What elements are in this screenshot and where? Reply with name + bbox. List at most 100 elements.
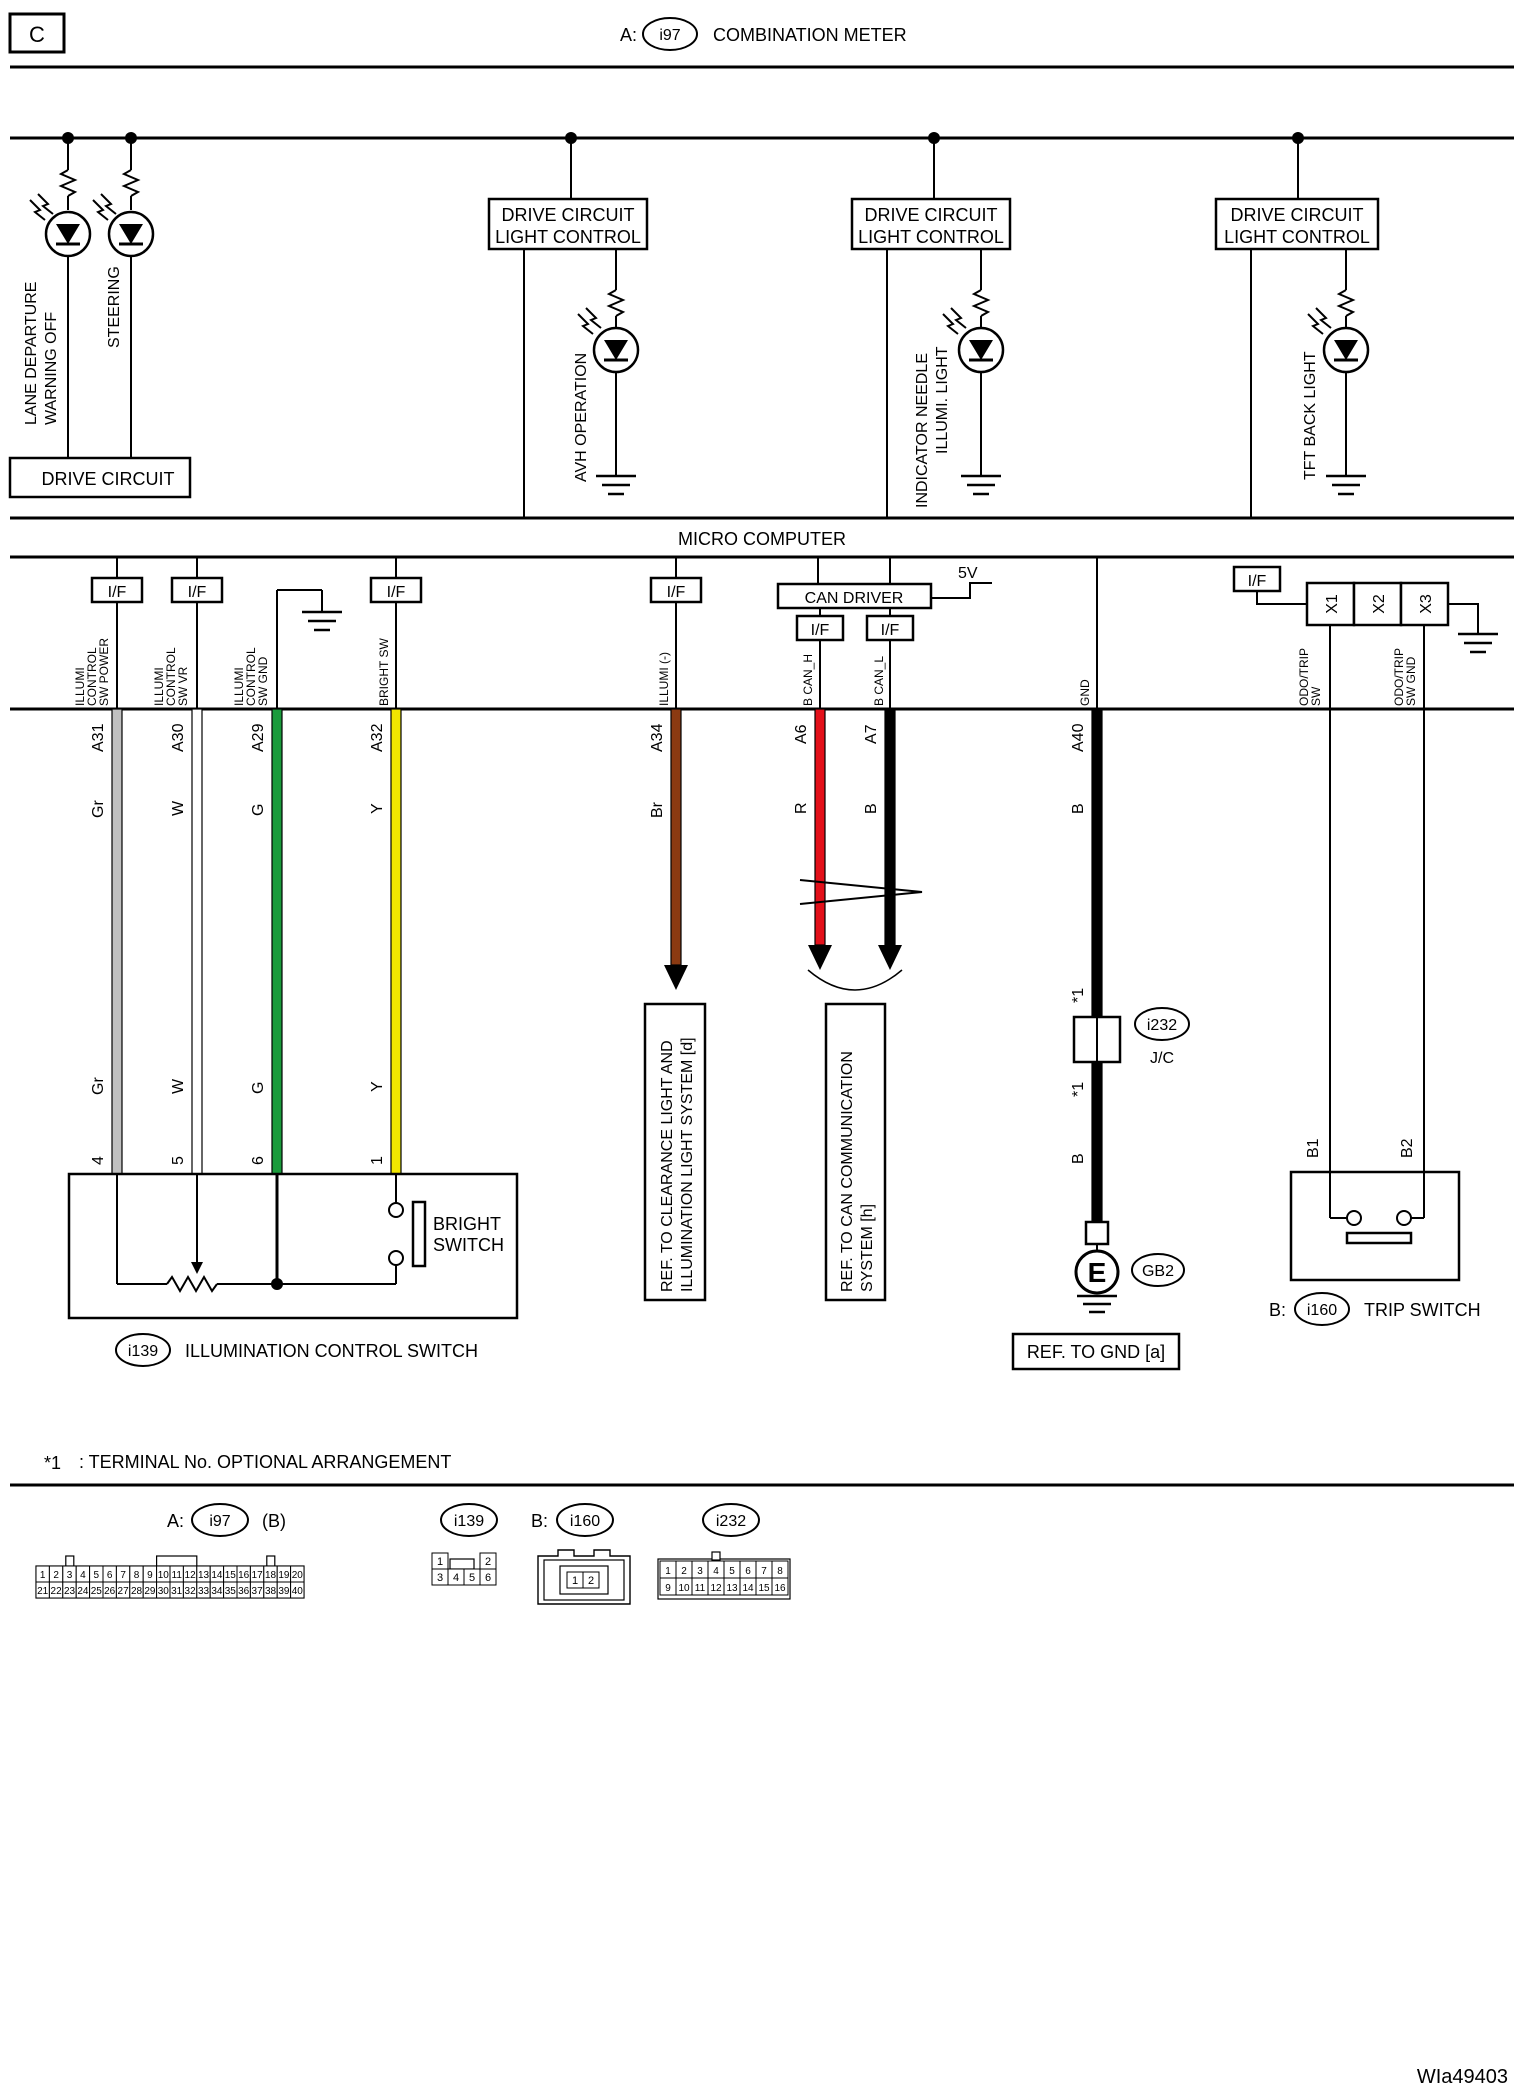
- page-code-box: [8, 12, 66, 54]
- pin-number: 2: [681, 1566, 687, 1577]
- pin-number: 17: [252, 1570, 264, 1581]
- arrow-down-icon: [664, 965, 688, 990]
- figure-id: WIa49403: [1417, 2066, 1508, 2088]
- signal-name: ODO/TRIP: [1297, 648, 1311, 706]
- pin-number: 35: [225, 1586, 237, 1597]
- pin-number: 5: [170, 1156, 187, 1165]
- pin-number: A7: [863, 724, 880, 744]
- ref-illumination-box: [643, 1002, 707, 1302]
- connector-id: i97: [209, 1513, 230, 1530]
- signal-name: ILLUMI: [232, 667, 246, 706]
- resistor-icon: [1336, 289, 1356, 317]
- signal-name: SW VR: [176, 666, 190, 706]
- joint-id: i232: [1147, 1017, 1177, 1034]
- joint-connector: *1 *1 i232 J/C: [1070, 988, 1190, 1097]
- header-connector-oval: [642, 17, 698, 51]
- arrow-down-icon: [808, 945, 832, 970]
- pin-number: 6: [485, 1572, 491, 1584]
- ref-can-line: REF. TO CAN COMMUNICATION: [839, 1051, 856, 1292]
- if-label: I/F: [667, 584, 686, 601]
- pin-number: A30: [170, 723, 187, 752]
- pin-number: 16: [238, 1570, 250, 1581]
- pin-number: 15: [758, 1583, 770, 1594]
- pin-number: 4: [713, 1566, 719, 1577]
- pin-labels: A31 Gr Gr 4 A30 W W 5 A29 G G 6 A32 Y Y …: [90, 723, 1416, 1165]
- pin-number: 8: [134, 1570, 140, 1581]
- connector-pin: [582, 1571, 600, 1589]
- trip-contact-label: X2: [1371, 594, 1388, 614]
- connector-oval: [702, 1503, 760, 1537]
- wire-color: G: [250, 1082, 267, 1094]
- drive-block-line: LIGHT CONTROL: [495, 227, 641, 247]
- trip-switch-name: TRIP SWITCH: [1364, 1300, 1481, 1320]
- connector-oval: [556, 1503, 614, 1537]
- connector-oval: [191, 1503, 249, 1537]
- wire-y: [390, 708, 402, 1178]
- switch-id: i139: [128, 1343, 158, 1360]
- header-connector-id: i97: [659, 27, 680, 44]
- if-label: I/F: [387, 584, 406, 601]
- connector-id: i139: [454, 1513, 484, 1530]
- switch-oval: [115, 1333, 171, 1367]
- pin-number: 6: [107, 1570, 113, 1581]
- pin-number: 15: [225, 1570, 237, 1581]
- ref-can-box: [824, 1002, 887, 1302]
- pin-number: 26: [104, 1586, 116, 1597]
- pin-number: 7: [120, 1570, 126, 1581]
- wire-color: Y: [369, 1081, 386, 1092]
- pin-number: 5: [469, 1572, 475, 1584]
- pin-number: 2: [588, 1575, 594, 1587]
- switch-contact: [1346, 1210, 1362, 1226]
- wire-color: B: [863, 803, 880, 814]
- ground-e-icon: [1074, 1249, 1120, 1295]
- twisted-pair-mark: [799, 879, 923, 905]
- pin-number: A31: [90, 723, 107, 752]
- drive-block-line: DRIVE CIRCUIT: [501, 205, 634, 225]
- joint-oval: [1134, 1007, 1190, 1041]
- joint-name: J/C: [1150, 1050, 1174, 1067]
- can-driver-label: CAN DRIVER: [805, 590, 904, 607]
- twisted-pair-arc: [807, 969, 903, 991]
- signal-name: BRIGHT SW: [377, 638, 391, 706]
- trip-switch-oval: [1294, 1292, 1350, 1326]
- pin-number: 6: [745, 1566, 751, 1577]
- trip-switch-prefix: B:: [1269, 1300, 1286, 1320]
- pin-number: A6: [793, 724, 810, 744]
- if-label: I/F: [188, 584, 207, 601]
- pin-number: 29: [144, 1586, 156, 1597]
- pin-number: 20: [292, 1570, 304, 1581]
- trip-contact-label: X3: [1418, 594, 1435, 614]
- resistor-icon: [606, 289, 626, 317]
- pin-number: 12: [710, 1583, 722, 1594]
- pin-number: 37: [252, 1586, 264, 1597]
- signal-name: SW: [1309, 686, 1323, 706]
- pin-number: 14: [742, 1583, 754, 1594]
- pin-number: A40: [1070, 723, 1087, 752]
- drive-block-avh: DRIVE CIRCUIT LIGHT CONTROL AVH OPERATIO…: [487, 138, 649, 518]
- pin-number: 22: [51, 1586, 63, 1597]
- combination-meter: LANE DEPARTURE WARNING OFF STEERING DRIV…: [8, 132, 1514, 711]
- pin-number: 4: [453, 1572, 459, 1584]
- bright-switch-label: SWITCH: [433, 1235, 504, 1255]
- footnote-text: : TERMINAL No. OPTIONAL ARRANGEMENT: [79, 1452, 451, 1472]
- optional-terminal-mark: *1: [1070, 988, 1087, 1003]
- connector-pin: [290, 1581, 305, 1599]
- resistor-icon: [121, 169, 141, 197]
- ref-illumination-line: ILLUMINATION LIGHT SYSTEM [d]: [679, 1037, 696, 1292]
- if-label: I/F: [1248, 573, 1267, 590]
- signal-name: SW GND: [256, 656, 270, 706]
- header: C A: i97 COMBINATION METER: [8, 12, 1514, 69]
- wire-color: W: [170, 1078, 187, 1094]
- illumination-control-switch: BRIGHT SWITCH i139 ILLUMINATION CONTROL …: [67, 1172, 519, 1367]
- resistor-icon: [58, 169, 78, 197]
- pin-number: 12: [185, 1570, 197, 1581]
- ground-oval: [1131, 1253, 1185, 1287]
- trip-interface: I/F X1 X2 X3: [1232, 565, 1498, 709]
- wire-color: Br: [649, 801, 666, 818]
- bright-switch-label: BRIGHT: [433, 1214, 501, 1234]
- pin-number: 1: [369, 1156, 386, 1165]
- pin-number: 6: [250, 1156, 267, 1165]
